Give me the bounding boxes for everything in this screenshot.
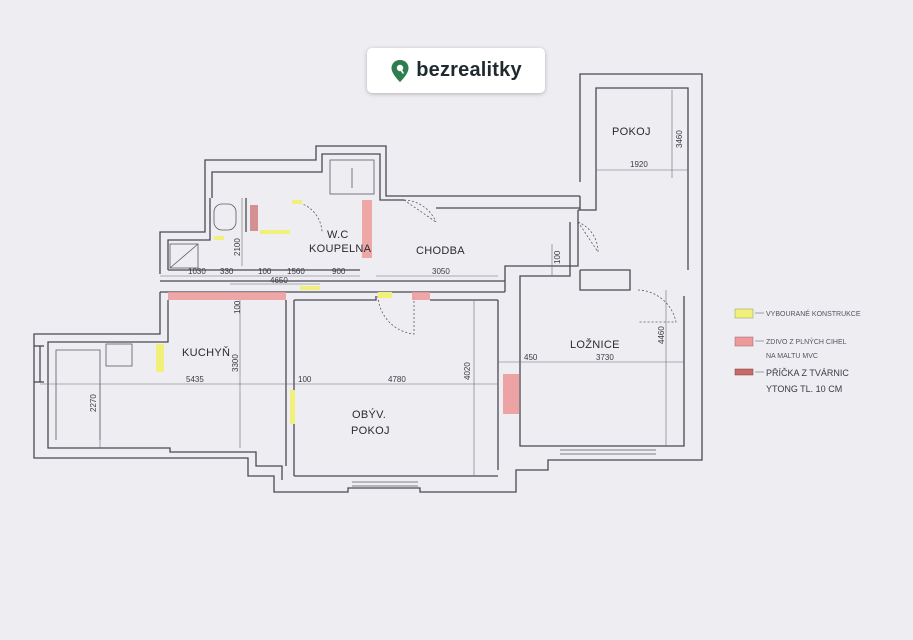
legend-swatch-ytong [734, 368, 754, 376]
dim-pokoj-width: 1920 [630, 160, 648, 169]
logo-text: bezrealitky [416, 59, 522, 81]
room-label-koupelna: KOUPELNA [309, 243, 372, 255]
dim-wc-b: 330 [220, 267, 234, 276]
room-label-kuchyn: KUCHYŇ [182, 346, 230, 359]
dim-obyv-height: 4020 [463, 362, 472, 380]
room-labels: POKOJ W.C KOUPELNA CHODBA KUCHYŇ OBÝV. P… [182, 126, 651, 437]
dim-wc-a: 1030 [188, 267, 206, 276]
dim-wc-height: 2100 [233, 238, 242, 256]
dim-loznice-left: 450 [524, 353, 538, 362]
dim-wc-d: 1560 [287, 267, 305, 276]
dim-loznice-height: 4460 [657, 326, 666, 344]
legend-swatch-demolished [734, 308, 754, 319]
dim-kuchyn-width: 5435 [186, 375, 204, 384]
room-label-wc: W.C [327, 229, 349, 241]
dim-wc-total: 4650 [270, 276, 288, 285]
dim-kuchyn-left: 2270 [89, 394, 98, 412]
dimension-lines [40, 90, 688, 476]
room-label-obyvaci-pokoj: POKOJ [351, 425, 390, 437]
dim-kuchyn-height: 3300 [231, 354, 240, 372]
legend-label-demolished: VYBOURANÉ KONSTRUKCE [766, 309, 861, 318]
bezrealitky-logo[interactable]: bezrealitky [367, 48, 545, 93]
dim-chodba-width: 3050 [432, 267, 450, 276]
dim-pokoj-height: 3460 [675, 130, 684, 148]
legend-label-ytong-1: PŘÍČKA Z TVÁRNIC [766, 368, 849, 378]
dim-kuchyn-top: 100 [233, 300, 242, 314]
room-label-loznice: LOŽNICE [570, 338, 620, 351]
dim-chodba-door: 100 [553, 250, 562, 264]
dim-obyv-width: 4780 [388, 375, 406, 384]
legend-swatch-brick [734, 336, 754, 347]
construction-marks [156, 200, 519, 424]
dim-wc-c: 100 [258, 267, 272, 276]
room-label-pokoj: POKOJ [612, 126, 651, 138]
location-pin-icon [391, 59, 409, 82]
room-label-chodba: CHODBA [416, 245, 465, 257]
legend: VYBOURANÉ KONSTRUKCE ZDIVO Z PLNÝCH CIHE… [734, 308, 861, 394]
dim-obyv-left: 100 [298, 375, 312, 384]
dimension-labels: 3460 1920 3050 100 1030 330 100 1560 900… [89, 130, 684, 412]
legend-label-brick-2: NA MALTU MVC [766, 353, 818, 360]
legend-label-brick-1: ZDIVO Z PLNÝCH CIHEL [766, 337, 847, 346]
dim-loznice-width: 3730 [596, 353, 614, 362]
legend-label-ytong-2: YTONG TL. 10 CM [766, 384, 842, 394]
walls [33, 73, 703, 493]
room-label-obyvaci: OBÝV. [352, 408, 386, 421]
dim-wc-e: 900 [332, 267, 346, 276]
